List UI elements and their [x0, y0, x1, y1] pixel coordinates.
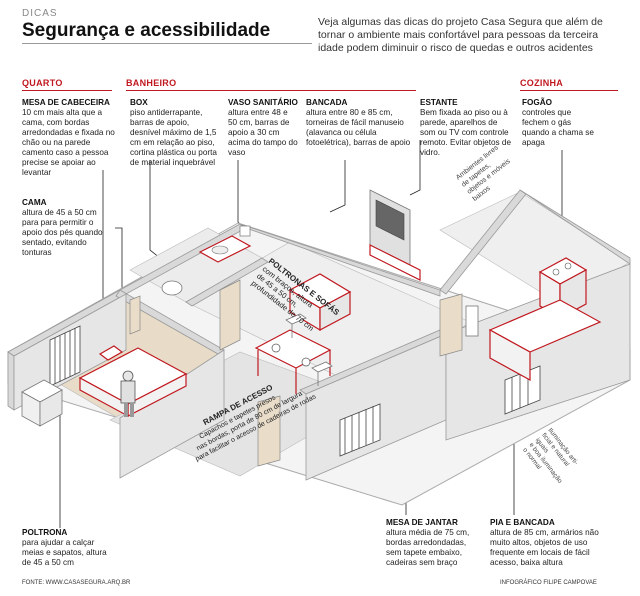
nightstand: [98, 345, 124, 361]
section-quarto: QUARTO: [22, 78, 63, 88]
note-text: altura média de 75 cm, bordas arredondad…: [386, 528, 470, 567]
person-figure: [120, 370, 136, 417]
note-title: CAMA: [22, 198, 47, 207]
windows: [49, 325, 541, 457]
sofa: [288, 273, 352, 332]
note-text: piso antiderrapante, barras de apoio, de…: [130, 108, 217, 167]
note-title: VASO SANITÁRIO: [228, 98, 298, 107]
iluminacao-label: Iluminação arti- ficial e natural iguais…: [521, 427, 579, 485]
note-text: altura de 45 a 50 cm para para permitir …: [22, 208, 103, 257]
note-fogao: FOGÃO controles que fechem o gás quando …: [522, 98, 594, 148]
dining-table: [254, 329, 332, 394]
note-text: altura entre 80 e 85 cm, torneiras de fá…: [306, 108, 411, 147]
sink: [211, 245, 229, 255]
fridge: [465, 305, 479, 337]
note-title: PIA E BANCADA: [490, 518, 555, 527]
footer-credit: INFOGRÁFICO FILIPE CAMPOVAE: [500, 580, 597, 586]
note-cama: CAMA altura de 45 a 50 cm para para perm…: [22, 198, 114, 258]
note-poltrona: POLTRONA para ajudar a calçar meias e sa…: [22, 528, 112, 568]
kicker-label: DICAS: [22, 8, 58, 19]
note-title: BOX: [130, 98, 148, 107]
section-banheiro-rule: [126, 90, 416, 91]
note-mesa-jantar: MESA DE JANTAR altura média de 75 cm, bo…: [386, 518, 482, 568]
note-text: Bem fixada ao piso ou à parede, aparelho…: [420, 108, 512, 157]
note-text: altura de 85 cm, armários não muito alto…: [490, 528, 599, 567]
note-title: MESA DE CABECEIRA: [22, 98, 110, 107]
note-title: MESA DE JANTAR: [386, 518, 458, 527]
footer-source: FONTE: WWW.CASASEGURA.ARQ.BR: [22, 580, 131, 586]
intro-text: Veja algumas das dicas do projeto Casa S…: [318, 16, 603, 54]
section-cozinha: COZINHA: [520, 78, 564, 88]
title-rule: [22, 43, 312, 44]
tv-shelf: [369, 189, 421, 281]
doors: [129, 279, 463, 467]
note-text: para ajudar a calçar meias e sapatos, al…: [22, 538, 107, 567]
towel-rack: [239, 225, 251, 237]
toilet: [161, 280, 183, 296]
note-pia: PIA E BANCADA altura de 85 cm, armários …: [490, 518, 618, 568]
note-bancada: BANCADA altura entre 80 e 85 cm, torneir…: [306, 98, 411, 148]
note-vaso: VASO SANITÁRIO altura entre 48 e 50 cm, …: [228, 98, 298, 158]
note-estante: ESTANTE Bem fixada ao piso ou à parede, …: [420, 98, 514, 158]
section-cozinha-rule: [520, 90, 618, 91]
note-text: controles que fechem o gás quando a cham…: [522, 108, 594, 147]
note-box: BOX piso antiderrapante, barras de apoio…: [130, 98, 220, 168]
armchair-bedroom: [21, 379, 63, 427]
note-title: POLTRONA: [22, 528, 68, 537]
ambiente-label: Ambientes livres de tapetes, objetos e m…: [455, 144, 512, 203]
page-title: Segurança e acessibilidade: [22, 20, 271, 41]
walls: [7, 189, 631, 411]
note-text: altura entre 48 e 50 cm, barras de apoio…: [228, 108, 298, 157]
note-title: ESTANTE: [420, 98, 458, 107]
dining-chairs: [285, 313, 333, 386]
note-title: FOGÃO: [522, 98, 553, 107]
section-banheiro: BANHEIRO: [126, 78, 177, 88]
note-text: 10 cm mais alta que a cama, com bordas a…: [22, 108, 115, 177]
section-quarto-rule: [22, 90, 112, 91]
kitchen-counter: [488, 299, 602, 382]
note-title: BANCADA: [306, 98, 348, 107]
note-mesa-cabeceira: MESA DE CABECEIRA 10 cm mais alta que a …: [22, 98, 120, 178]
